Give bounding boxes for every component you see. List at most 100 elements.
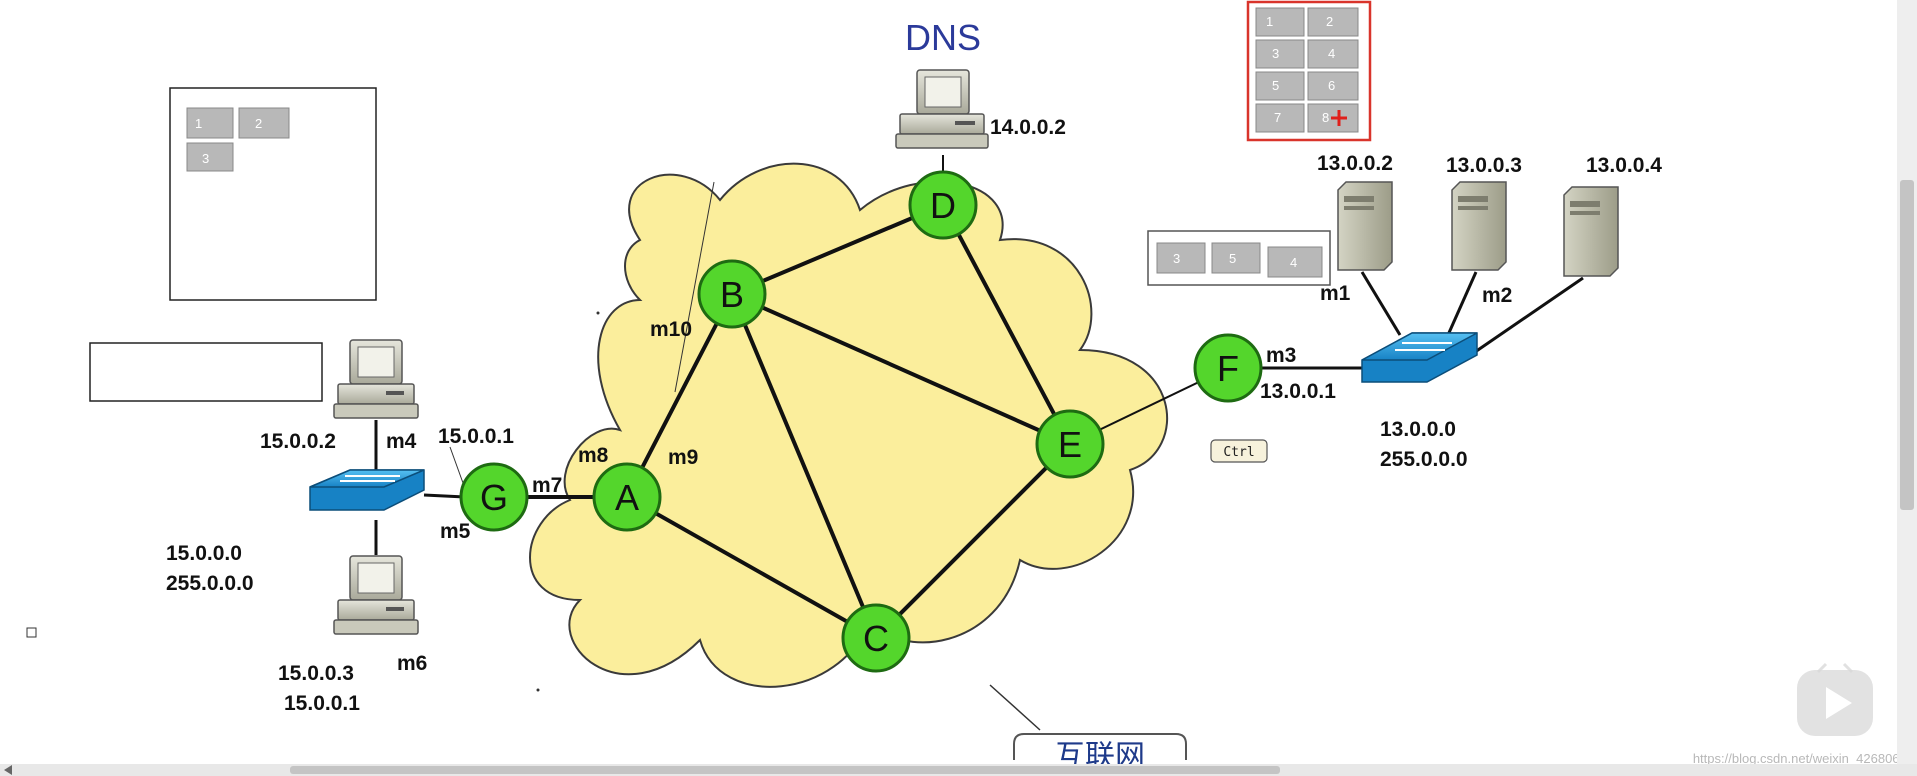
tile-4[interactable] xyxy=(1267,246,1323,278)
right-switch-icon xyxy=(1361,332,1478,383)
router-g[interactable]: G xyxy=(459,462,529,532)
link-label-m8: m8 xyxy=(578,444,609,467)
router-f[interactable]: F xyxy=(1193,333,1263,403)
cloud-callout-pointer xyxy=(989,684,1041,731)
scroll-thumb[interactable] xyxy=(1900,180,1914,510)
grid-tile-7-label: 7 xyxy=(1274,110,1281,125)
tile-1[interactable] xyxy=(186,107,234,139)
link-label-m7: m7 xyxy=(532,474,562,497)
grid-tile-2-label: 2 xyxy=(1326,14,1333,29)
link-c-e xyxy=(874,442,1072,640)
left-netmask: 255.0.0.0 xyxy=(166,572,254,595)
grid-tile-4-label: 4 xyxy=(1328,46,1335,61)
right-router-ip: 13.0.0.1 xyxy=(1260,380,1336,403)
slide-thumbnail-panel[interactable]: 1 2 3 xyxy=(169,87,377,301)
right-lan-wires xyxy=(1360,271,1584,354)
wire-switch-g xyxy=(423,493,466,499)
grid-tile-8-label: 8 xyxy=(1322,110,1329,125)
computer-icon xyxy=(333,339,419,419)
link-b-d xyxy=(731,203,944,296)
wire-switch-server2 xyxy=(1446,271,1478,336)
internet-cloud xyxy=(529,162,1169,688)
watermark-text: https://blog.csdn.net/weixin_42680699 xyxy=(1693,751,1914,766)
right-netmask: 255.0.0.0 xyxy=(1380,448,1468,471)
scroll-left-arrow-icon[interactable] xyxy=(4,765,12,775)
router-b-label: B xyxy=(720,274,744,315)
grid-tile-3-label: 3 xyxy=(1272,46,1279,61)
left-lan-wires xyxy=(374,420,466,555)
link-a-c xyxy=(626,495,877,640)
grid-tile-1-label: 1 xyxy=(1266,14,1273,29)
router-d[interactable]: D xyxy=(908,170,978,240)
server2-mac: m2 xyxy=(1482,284,1512,307)
middle-tile-panel[interactable]: 3 5 4 xyxy=(1147,230,1331,286)
ctrl-key-indicator: Ctrl xyxy=(1210,439,1268,463)
router-d-label: D xyxy=(930,185,956,226)
router-a-label: A xyxy=(615,477,639,518)
left-host-bottom-mac: m6 xyxy=(397,652,427,675)
router-g-label: G xyxy=(480,477,508,518)
pen-stroke xyxy=(449,446,464,484)
right-router-mac: m3 xyxy=(1266,344,1296,367)
dns-title: DNS xyxy=(905,17,981,58)
server2-ip: 13.0.0.3 xyxy=(1446,154,1522,177)
grid-tile-5-label: 5 xyxy=(1272,78,1279,93)
router-e[interactable]: E xyxy=(1035,409,1105,479)
tile-m3-label: 4 xyxy=(1290,255,1297,270)
link-b-c xyxy=(730,293,878,639)
server3-ip: 13.0.0.4 xyxy=(1586,154,1662,177)
left-switch-icon xyxy=(309,469,425,511)
vertical-scrollbar[interactable] xyxy=(1897,0,1917,776)
right-network-address: 13.0.0.0 xyxy=(1380,418,1456,441)
tile-3-label: 3 xyxy=(202,151,209,166)
tile-1-label: 1 xyxy=(195,116,202,131)
tile-2[interactable] xyxy=(238,107,290,139)
computer-icon xyxy=(333,555,419,635)
router-f-label: F xyxy=(1217,348,1239,389)
router-c[interactable]: C xyxy=(841,603,911,673)
left-host-bottom-ip: 15.0.0.3 xyxy=(278,662,354,685)
grid-tile-panel[interactable]: 1 2 3 4 5 6 7 8 xyxy=(1246,0,1372,142)
dot-mark xyxy=(596,311,600,315)
tile-m1-label: 3 xyxy=(1173,251,1180,266)
ctrl-key-label: Ctrl xyxy=(1223,445,1254,460)
left-host-top-mac: m4 xyxy=(386,430,417,453)
link-b-a xyxy=(625,293,734,498)
empty-text-box[interactable] xyxy=(89,342,323,402)
server-icon xyxy=(1563,186,1619,277)
router-b[interactable]: B xyxy=(697,259,767,329)
server1-mac: m1 xyxy=(1320,282,1351,305)
dns-host-ip: 14.0.0.2 xyxy=(990,116,1066,139)
wire-switch-server3 xyxy=(1474,276,1584,354)
add-plus-icon[interactable] xyxy=(1331,110,1347,126)
link-d-e xyxy=(941,204,1072,445)
horizontal-scrollbar[interactable] xyxy=(0,764,1917,776)
link-label-m9: m9 xyxy=(668,446,698,469)
play-button-icon[interactable] xyxy=(1797,662,1873,736)
tile-3[interactable] xyxy=(186,142,234,172)
tile-2-label: 2 xyxy=(255,116,262,131)
left-gateway-ip: 15.0.0.1 xyxy=(438,425,514,448)
dot-mark xyxy=(536,688,540,692)
tile-5[interactable] xyxy=(1211,242,1261,274)
left-host-bottom-gateway: 15.0.0.1 xyxy=(284,692,360,715)
grid-tile-6-label: 6 xyxy=(1328,78,1335,93)
small-marker xyxy=(26,627,37,638)
link-label-m10: m10 xyxy=(650,318,692,341)
left-switch-port-mac: m5 xyxy=(440,520,471,543)
tile-m2-label: 5 xyxy=(1229,251,1236,266)
left-host-top-ip: 15.0.0.2 xyxy=(260,430,336,453)
link-b-e xyxy=(731,292,1071,446)
wire-switch-server1 xyxy=(1360,271,1402,336)
left-network-address: 15.0.0.0 xyxy=(166,542,242,565)
router-e-label: E xyxy=(1058,424,1082,465)
pen-stroke xyxy=(674,181,715,393)
server-icon xyxy=(1451,181,1507,271)
dns-computer-icon xyxy=(895,69,989,149)
router-a[interactable]: A xyxy=(592,462,662,532)
server1-ip: 13.0.0.2 xyxy=(1317,152,1393,175)
tile-3[interactable] xyxy=(1156,242,1206,274)
server-icon xyxy=(1337,181,1393,271)
h-scroll-thumb[interactable] xyxy=(290,766,1280,774)
